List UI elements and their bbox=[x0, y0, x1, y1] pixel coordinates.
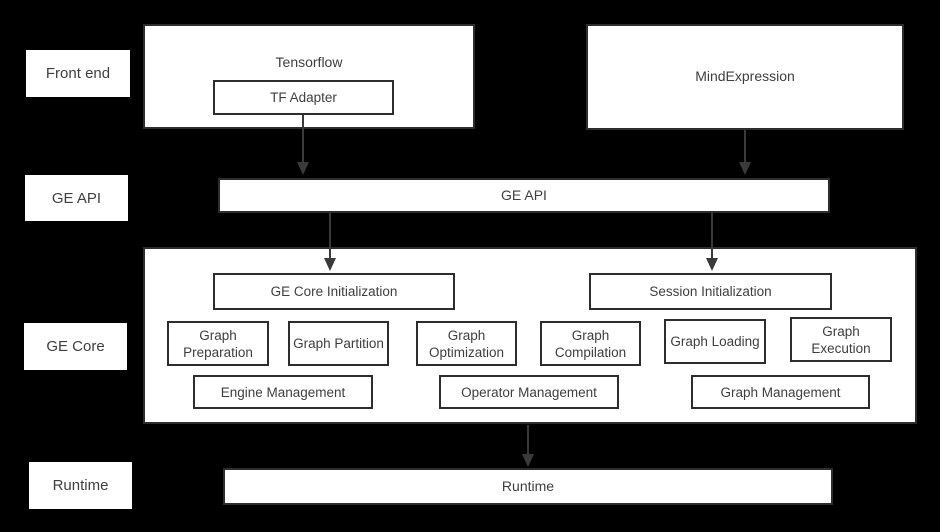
operator-management-box: Operator Management bbox=[439, 375, 619, 409]
graph-compilation-box: Graph Compilation bbox=[540, 321, 641, 366]
row-label-front-end: Front end bbox=[26, 50, 130, 97]
graph-execution-box: Graph Execution bbox=[790, 317, 892, 362]
arrow-tf-adapter-to-ge-api-icon bbox=[297, 115, 309, 175]
runtime-bar: Runtime bbox=[223, 468, 833, 505]
arrow-mindexpression-to-ge-api-icon bbox=[739, 130, 751, 175]
graph-optimization-box: Graph Optimization bbox=[416, 321, 517, 366]
graph-preparation-box: Graph Preparation bbox=[167, 321, 269, 366]
graph-partition-box: Graph Partition bbox=[288, 321, 389, 366]
row-label-runtime: Runtime bbox=[29, 462, 132, 509]
graph-management-box: Graph Management bbox=[691, 375, 870, 409]
arrow-ge-core-to-runtime-icon bbox=[522, 425, 534, 467]
ge-core-initialization-box: GE Core Initialization bbox=[213, 273, 455, 310]
row-label-ge-core: GE Core bbox=[24, 323, 127, 370]
engine-management-box: Engine Management bbox=[193, 375, 373, 409]
ge-api-bar: GE API bbox=[218, 178, 830, 213]
arrow-ge-api-to-session-initialization-icon bbox=[706, 213, 718, 271]
tensorflow-label: Tensorflow bbox=[275, 54, 343, 70]
arrow-ge-api-to-ge-core-initialization-icon bbox=[324, 213, 336, 271]
tf-adapter-box: TF Adapter bbox=[213, 80, 394, 115]
row-label-ge-api: GE API bbox=[25, 175, 128, 221]
graph-loading-box: Graph Loading bbox=[664, 319, 766, 364]
mindexpression-box: MindExpression bbox=[586, 24, 904, 130]
session-initialization-box: Session Initialization bbox=[589, 273, 832, 310]
